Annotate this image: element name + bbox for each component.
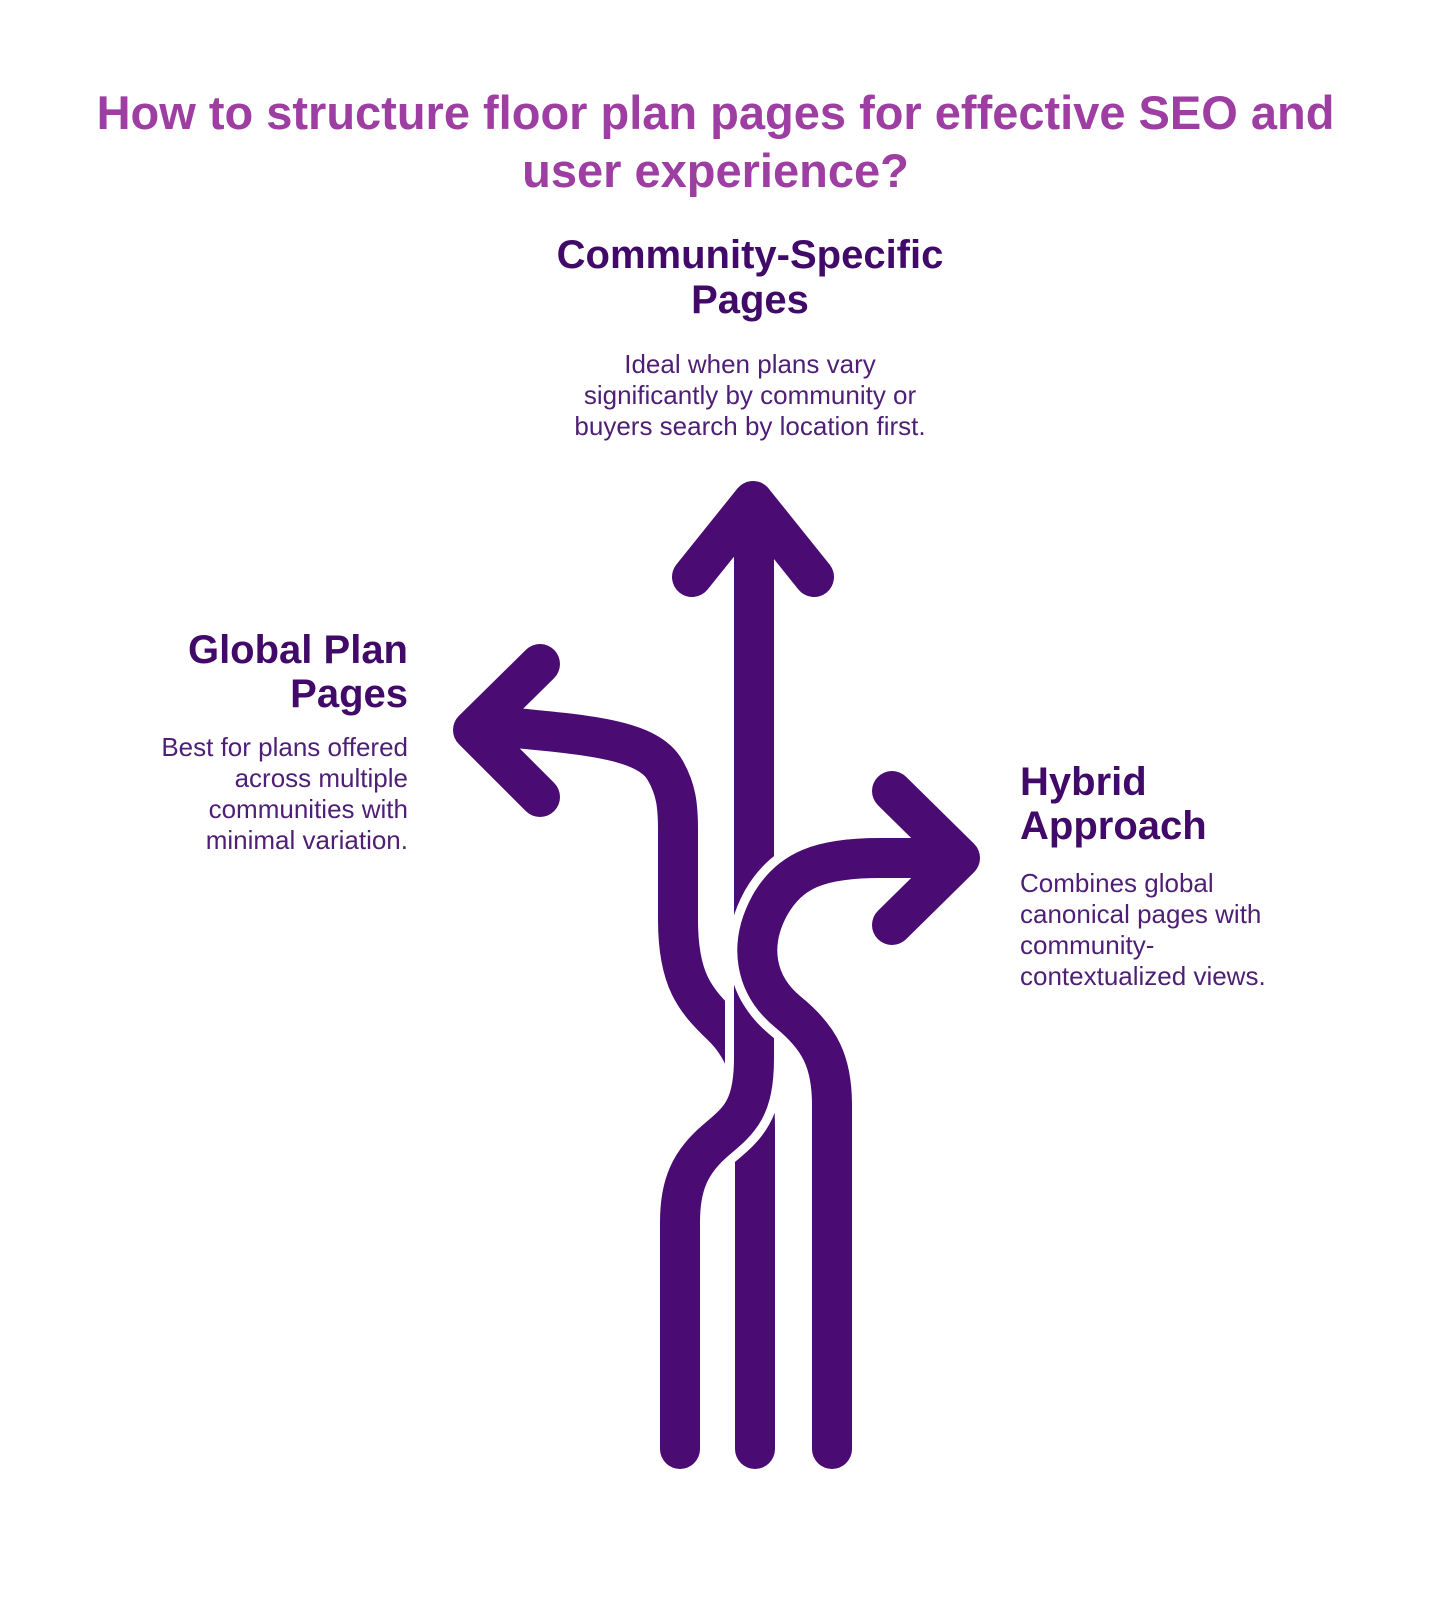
right-arrow-strand (737, 838, 966, 1469)
hybrid-heading: Hybrid Approach (1020, 760, 1207, 848)
right-arrowhead-icon (872, 771, 980, 945)
page-title: How to structure floor plan pages for ef… (96, 86, 1335, 197)
section-global: Global Plan Pages Best for plans offered… (100, 628, 408, 856)
left-arrowhead-icon (453, 644, 560, 817)
up-arrowhead-icon (672, 481, 834, 597)
left-arrow-strand (485, 707, 775, 1469)
global-heading: Global Plan Pages (187, 628, 408, 716)
up-arrow-strand (660, 500, 774, 1469)
